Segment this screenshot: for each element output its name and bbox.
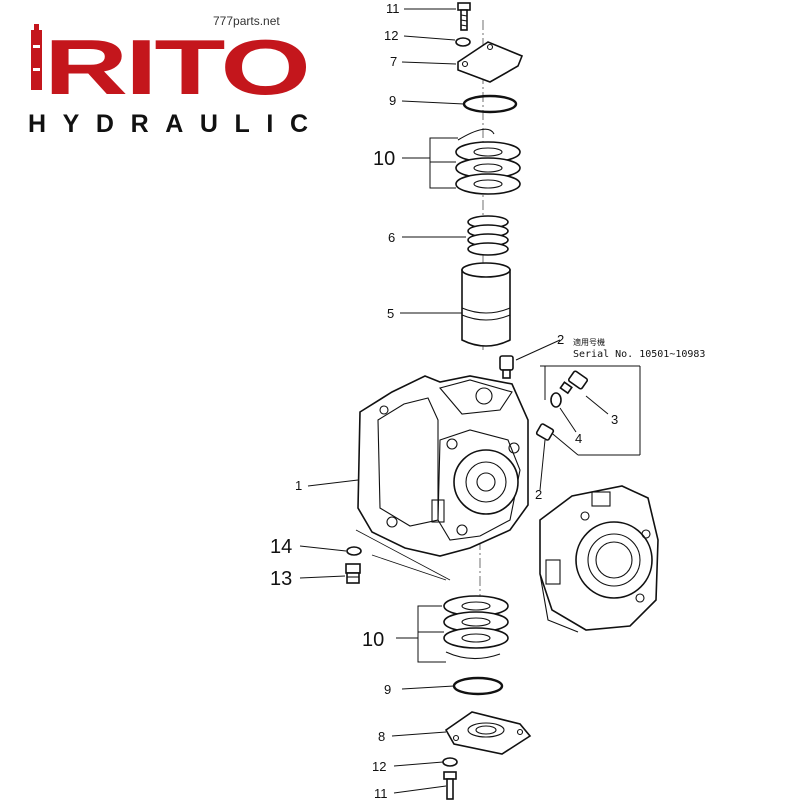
callout-9-bottom: 9 [384, 682, 391, 697]
part-10-shim-stack-top [455, 128, 521, 195]
part-4-oring [550, 392, 562, 408]
callout-3: 3 [611, 412, 618, 427]
serial-number-note: Serial No. 10501~10983 [573, 349, 705, 360]
part-11-bolt-bottom [443, 771, 457, 800]
callout-11-top: 11 [386, 1, 400, 16]
callout-6: 6 [388, 230, 395, 245]
callout-2-lower: 2 [535, 487, 542, 502]
part-3-plug [559, 370, 589, 395]
callout-14: 14 [270, 536, 292, 558]
part-5-sleeve [461, 262, 511, 347]
callout-4: 4 [575, 431, 582, 446]
leader-lines [299, 8, 609, 794]
part-1-housing [357, 375, 529, 557]
callout-1: 1 [295, 478, 302, 493]
callout-12-bottom: 12 [372, 759, 386, 774]
assembly-line-left [355, 529, 451, 581]
callout-10-bottom: 10 [362, 629, 384, 651]
callout-13: 13 [270, 568, 292, 590]
applicable-models-note: 適用号機 [573, 337, 605, 347]
part-2-plug-lower [535, 423, 555, 441]
part-9-oring-bottom [452, 676, 504, 696]
assembly-line-left-2 [371, 554, 447, 581]
part-8-cover-bottom [444, 711, 532, 755]
serial-bracket [540, 365, 641, 456]
part-6-spring [467, 215, 509, 256]
part-14-oring [346, 546, 362, 556]
cylinder-mark-icon [31, 24, 42, 90]
callout-11-bottom: 11 [374, 786, 388, 800]
callout-5: 5 [387, 306, 394, 321]
part-10-shim-stack-bottom [443, 595, 509, 660]
callout-12-top: 12 [384, 28, 398, 43]
callout-8: 8 [378, 729, 385, 744]
part-11-bolt-top [457, 2, 471, 31]
part-9-oring-top [462, 94, 518, 114]
callout-10-top: 10 [373, 148, 395, 170]
brand-logo: 777parts.net RITO HYDRAULIC [28, 14, 310, 138]
part-12-washer-top [455, 37, 471, 47]
part-7-cover [457, 41, 524, 83]
callout-labels: 11 12 7 9 10 6 5 1 2 3 4 2 14 13 10 9 8 … [270, 1, 618, 800]
logo-sub-text: HYDRAULIC [28, 110, 308, 138]
logo-main-text: RITO [44, 23, 308, 111]
pump-body-right [539, 485, 659, 633]
part-12-washer-bottom [442, 757, 458, 767]
part-2-plug-top [499, 355, 514, 379]
part-13-plug [345, 563, 361, 584]
callout-9-top: 9 [389, 93, 396, 108]
callout-7: 7 [390, 54, 397, 69]
site-watermark: 777parts.net [213, 14, 280, 28]
callout-2-top: 2 [557, 332, 564, 347]
